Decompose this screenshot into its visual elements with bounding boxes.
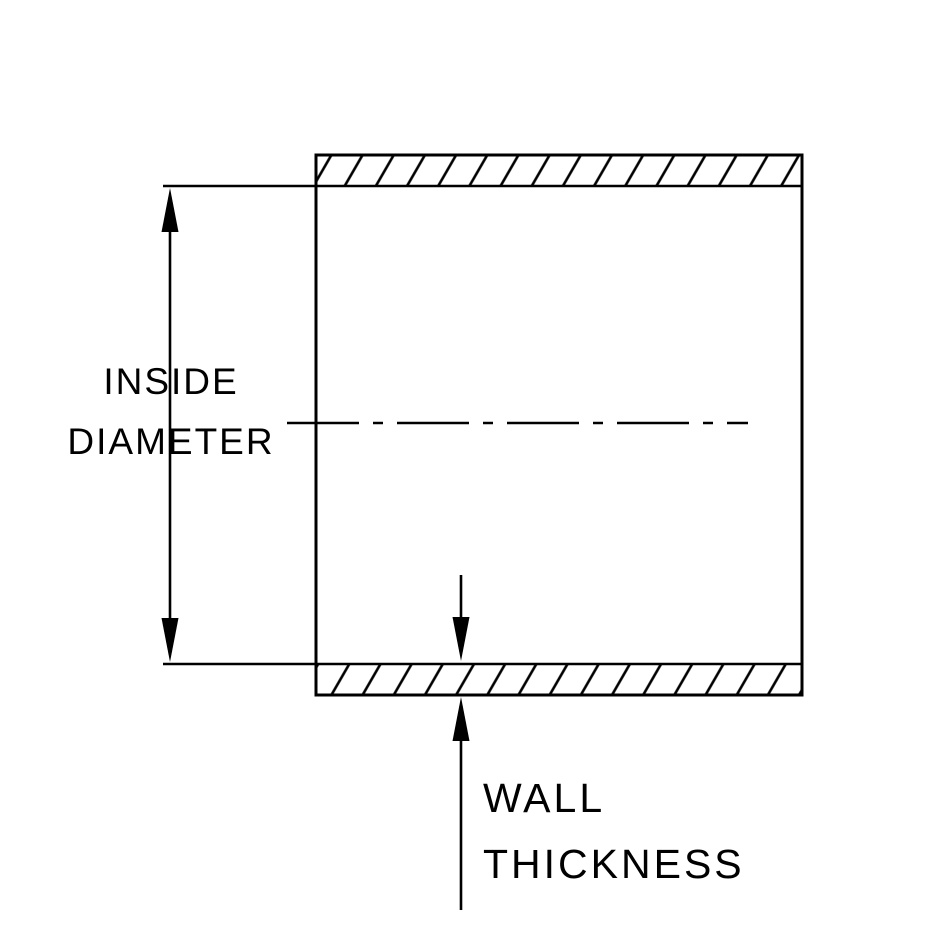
tube-outline — [314, 153, 804, 697]
inside-diameter-arrow-down-icon — [161, 618, 179, 662]
wall-thickness-arrow-up-icon — [452, 697, 470, 741]
inside-diameter-label-line2: DIAMETER — [67, 421, 274, 462]
wall-thickness-arrow-down-icon — [452, 617, 470, 661]
wall-thickness-label-line1: WALL — [483, 775, 605, 821]
wall-thickness-label-line2: THICKNESS — [483, 841, 745, 887]
inside-diameter-label-line1: INSIDE — [103, 361, 238, 402]
bottom-wall-hatch — [316, 664, 802, 695]
inside-diameter-arrow-up-icon — [161, 188, 179, 232]
top-wall-hatch — [316, 155, 802, 186]
